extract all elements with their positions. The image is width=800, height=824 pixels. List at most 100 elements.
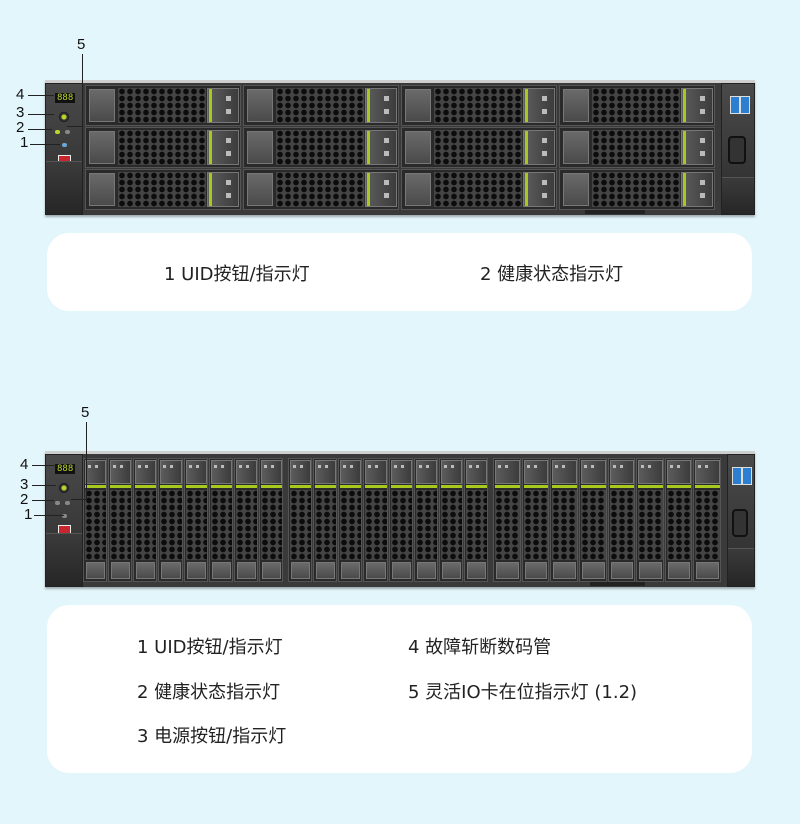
- drive-handle[interactable]: [186, 562, 206, 579]
- drive-handle[interactable]: [111, 562, 131, 579]
- drive-latch[interactable]: [85, 460, 107, 484]
- uid-button[interactable]: [62, 143, 67, 147]
- drive-latch[interactable]: [681, 172, 713, 207]
- drive-bay[interactable]: [85, 169, 241, 210]
- drive-bay[interactable]: [313, 458, 338, 582]
- drive-latch[interactable]: [260, 460, 282, 484]
- drive-handle[interactable]: [610, 562, 634, 579]
- drive-latch[interactable]: [365, 460, 387, 484]
- drive-handle[interactable]: [466, 562, 486, 579]
- drive-handle[interactable]: [405, 173, 431, 206]
- drive-handle[interactable]: [161, 562, 181, 579]
- drive-latch[interactable]: [638, 460, 663, 484]
- drive-handle[interactable]: [639, 562, 662, 579]
- drive-handle[interactable]: [89, 89, 115, 122]
- drive-handle[interactable]: [247, 173, 273, 206]
- drive-handle[interactable]: [667, 562, 691, 579]
- drive-bay[interactable]: [550, 458, 578, 582]
- drive-latch[interactable]: [465, 460, 487, 484]
- usb-port-icon[interactable]: [730, 96, 740, 114]
- drive-bay[interactable]: [559, 127, 715, 168]
- drive-bay[interactable]: [388, 458, 413, 582]
- drive-handle[interactable]: [391, 562, 411, 579]
- vga-port-icon[interactable]: [728, 136, 746, 164]
- drive-handle[interactable]: [553, 562, 576, 579]
- drive-bay[interactable]: [85, 127, 241, 168]
- drive-bay[interactable]: [243, 85, 399, 126]
- drive-latch[interactable]: [365, 88, 397, 123]
- drive-handle[interactable]: [211, 562, 231, 579]
- drive-latch[interactable]: [207, 88, 239, 123]
- drive-latch[interactable]: [523, 172, 555, 207]
- drive-latch[interactable]: [552, 460, 577, 484]
- drive-handle[interactable]: [405, 131, 431, 164]
- drive-latch[interactable]: [695, 460, 720, 484]
- drive-bay[interactable]: [363, 458, 388, 582]
- drive-bay[interactable]: [183, 458, 208, 582]
- drive-latch[interactable]: [666, 460, 692, 484]
- drive-handle[interactable]: [136, 562, 156, 579]
- drive-latch[interactable]: [110, 460, 132, 484]
- drive-handle[interactable]: [89, 131, 115, 164]
- drive-bay[interactable]: [108, 458, 133, 582]
- drive-latch[interactable]: [609, 460, 635, 484]
- drive-bay[interactable]: [208, 458, 233, 582]
- drive-bay[interactable]: [243, 127, 399, 168]
- drive-latch[interactable]: [365, 172, 397, 207]
- drive-handle[interactable]: [291, 562, 311, 579]
- power-button[interactable]: [58, 111, 70, 123]
- drive-handle[interactable]: [563, 131, 589, 164]
- drive-latch[interactable]: [135, 460, 157, 484]
- drive-latch[interactable]: [160, 460, 182, 484]
- drive-handle[interactable]: [441, 562, 461, 579]
- drive-handle[interactable]: [563, 173, 589, 206]
- drive-latch[interactable]: [340, 460, 362, 484]
- drive-bay[interactable]: [607, 458, 636, 582]
- drive-latch[interactable]: [235, 460, 257, 484]
- drive-handle[interactable]: [524, 562, 548, 579]
- drive-handle[interactable]: [366, 562, 386, 579]
- drive-latch[interactable]: [523, 88, 555, 123]
- drive-bay[interactable]: [493, 458, 521, 582]
- usb-port-icon[interactable]: [740, 96, 750, 114]
- drive-bay[interactable]: [636, 458, 664, 582]
- drive-bay[interactable]: [693, 458, 721, 582]
- drive-latch[interactable]: [207, 172, 239, 207]
- drive-latch[interactable]: [681, 88, 713, 123]
- uid-button[interactable]: [62, 514, 67, 518]
- drive-handle[interactable]: [261, 562, 281, 579]
- drive-bay[interactable]: [288, 458, 313, 582]
- drive-bay[interactable]: [338, 458, 363, 582]
- drive-bay[interactable]: [401, 127, 557, 168]
- drive-handle[interactable]: [341, 562, 361, 579]
- drive-bay[interactable]: [463, 458, 488, 582]
- drive-latch[interactable]: [523, 130, 555, 165]
- drive-bay[interactable]: [559, 85, 715, 126]
- drive-latch[interactable]: [210, 460, 232, 484]
- drive-handle[interactable]: [236, 562, 256, 579]
- drive-bay[interactable]: [413, 458, 438, 582]
- drive-latch[interactable]: [390, 460, 412, 484]
- drive-handle[interactable]: [86, 562, 106, 579]
- drive-handle[interactable]: [316, 562, 336, 579]
- drive-bay[interactable]: [83, 458, 108, 582]
- drive-bay[interactable]: [258, 458, 283, 582]
- drive-latch[interactable]: [365, 130, 397, 165]
- drive-bay[interactable]: [243, 169, 399, 210]
- power-button[interactable]: [58, 482, 70, 494]
- drive-handle[interactable]: [247, 131, 273, 164]
- drive-latch[interactable]: [207, 130, 239, 165]
- drive-latch[interactable]: [415, 460, 437, 484]
- drive-handle[interactable]: [416, 562, 436, 579]
- drive-bay[interactable]: [133, 458, 158, 582]
- drive-handle[interactable]: [563, 89, 589, 122]
- drive-bay[interactable]: [233, 458, 258, 582]
- drive-handle[interactable]: [89, 173, 115, 206]
- drive-latch[interactable]: [315, 460, 337, 484]
- drive-handle[interactable]: [247, 89, 273, 122]
- drive-handle[interactable]: [581, 562, 605, 579]
- drive-bay[interactable]: [85, 85, 241, 126]
- drive-bay[interactable]: [521, 458, 550, 582]
- drive-bay[interactable]: [578, 458, 607, 582]
- drive-handle[interactable]: [696, 562, 719, 579]
